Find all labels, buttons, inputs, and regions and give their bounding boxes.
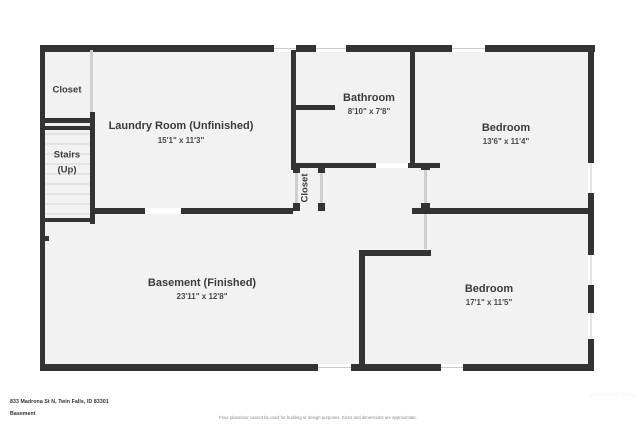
wall-stairs-bottom: [45, 218, 93, 222]
label-bedroom-top-right: Bedroom: [482, 122, 531, 134]
doorway-bathroom: [376, 163, 408, 168]
wall-hall-node-top: [421, 163, 430, 170]
wall-right-c: [588, 285, 594, 313]
dim-bathroom: 8'10" x 7'8": [348, 107, 391, 116]
wall-hall-node-bottom: [421, 203, 430, 211]
label-stairs-up: (Up): [58, 165, 77, 176]
wall-closet-c-br: [318, 203, 325, 211]
dim-bedroom-top-right: 13'6" x 11'4": [483, 137, 530, 146]
label-bedroom-bottom-right: Bedroom: [465, 283, 514, 295]
dim-laundry-room: 15'1" x 11'3": [158, 136, 205, 145]
watermark: aerialmediapros: [588, 393, 636, 399]
wall-bath-bedroom-divider: [410, 50, 415, 165]
wall-bathroom-bottom-a: [293, 163, 376, 168]
wall-bathroom-stub: [293, 105, 335, 110]
room-labels: Closet Stairs (Up) Laundry Room (Unfinis…: [52, 85, 530, 308]
wall-closet-c-tl: [293, 165, 300, 173]
wall-right-b: [588, 193, 594, 255]
wall-right-d: [588, 339, 594, 371]
wall-top-d: [485, 45, 595, 52]
stair-treads: [45, 133, 92, 215]
wall-closet-c-tr: [318, 165, 325, 173]
dim-basement-finished: 23'11" x 12'8": [177, 292, 228, 301]
label-basement-finished: Basement (Finished): [148, 277, 257, 289]
property-address: 833 Madrona St N, Twin Falls, ID 83301: [10, 399, 109, 405]
wall-stairs-top: [45, 126, 93, 130]
wall-closet-c-bl: [293, 203, 300, 211]
wall-bedroom-lower-left: [359, 250, 365, 368]
wall-bottom-a: [40, 364, 318, 371]
dim-bedroom-bottom-right: 17'1" x 11'5": [466, 298, 513, 307]
disclaimer-text: Floor plans/tour cannot be used for buil…: [219, 415, 418, 420]
label-laundry-room: Laundry Room (Unfinished): [109, 120, 254, 132]
wall-top-a: [40, 45, 274, 52]
label-stairs: Stairs: [54, 150, 80, 161]
exterior-walls: [40, 45, 595, 371]
wall-closet-c-right: [320, 173, 323, 209]
wall-bedroom-corner: [425, 250, 431, 256]
wall-bottom-c: [463, 364, 594, 371]
label-closet-center: Closet: [300, 173, 311, 203]
wall-left: [40, 45, 45, 371]
interior-walls: [45, 50, 594, 368]
label-closet-top-left: Closet: [52, 85, 82, 96]
doorway-laundry: [145, 208, 181, 214]
wall-top-c: [346, 45, 452, 52]
wall-closet-c-left: [295, 173, 298, 209]
wall-bedroom-divider: [412, 208, 594, 214]
wall-hall-thin-upper: [424, 168, 427, 206]
floor-level-label: Basement: [10, 411, 36, 417]
wall-laundry-bottom-a: [93, 208, 145, 214]
wall-bedroom-lower-top: [359, 250, 431, 256]
wall-right-a: [588, 45, 594, 163]
wall-laundry-bottom-b: [181, 208, 293, 214]
wall-stairs-right: [90, 112, 95, 224]
wall-closet-tl-right: [90, 50, 93, 112]
label-bathroom: Bathroom: [343, 92, 395, 104]
wall-bottom-b: [351, 364, 441, 371]
wall-hall-thin-lower: [424, 211, 427, 249]
wall-top-b: [296, 45, 316, 52]
wall-closet-tl-bottom: [45, 118, 95, 123]
wall-nub-left: [45, 236, 49, 241]
